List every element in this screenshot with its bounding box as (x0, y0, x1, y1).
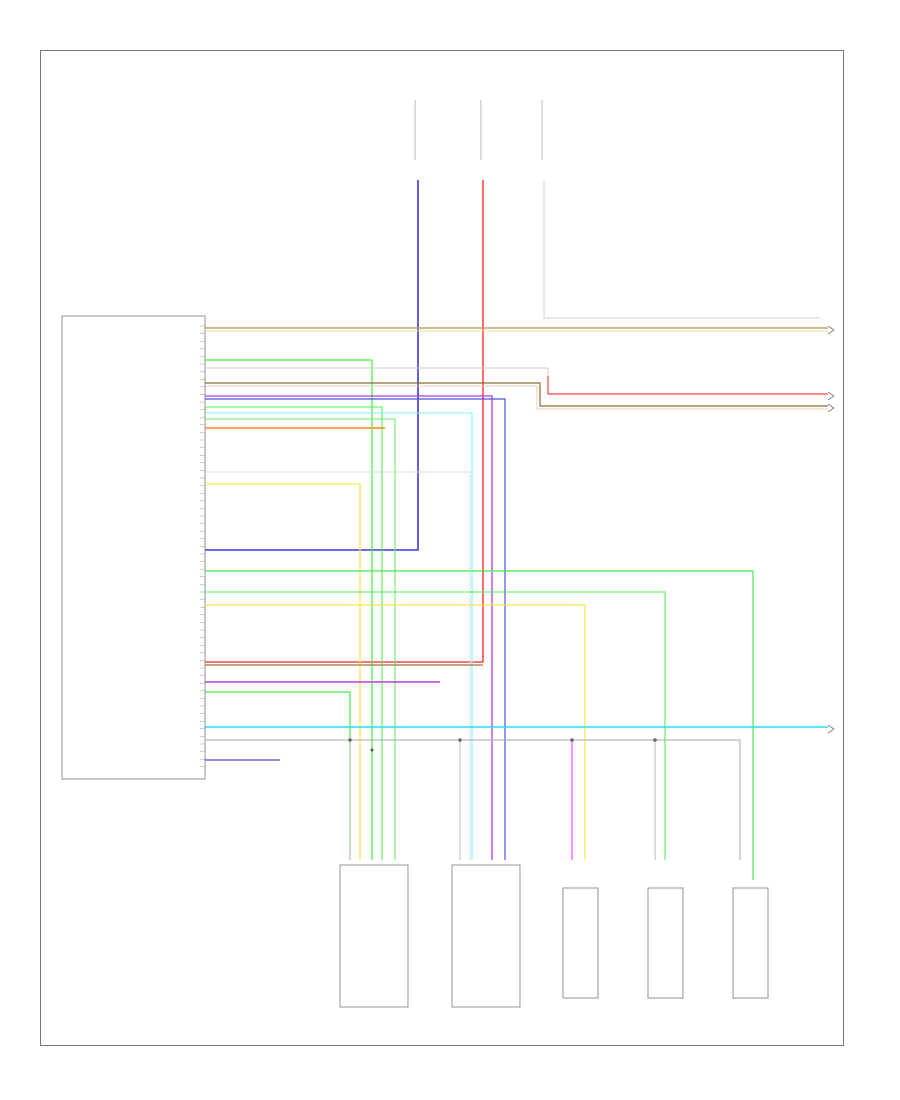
wire-ltblue-1 (205, 412, 473, 860)
component-passenger-blend-door-actuator (451, 864, 521, 1008)
wire-ltgreen-6 (205, 691, 351, 860)
wire-ltgreen-4 (205, 570, 754, 880)
wire-brown-1 (205, 382, 828, 407)
wire-ltgreen-1 (205, 359, 373, 860)
wire-ltgreen-3 (205, 418, 396, 860)
hvac-control-module (61, 315, 206, 780)
wire-gray-2 (205, 471, 471, 860)
component-driver-blend-door-actuator (339, 864, 409, 1008)
wire-yellow-2 (205, 604, 586, 860)
continuation-markers (827, 325, 835, 734)
wire-blue-2 (205, 398, 506, 860)
component-sensor-2 (647, 887, 684, 999)
wire-gray-1 (205, 367, 828, 395)
wire-yellow-1 (205, 483, 361, 860)
wire-ltgreen-5 (205, 591, 666, 860)
module-pin-stubs (200, 325, 205, 768)
page-frame (40, 50, 844, 1046)
wire-gray-3 (205, 739, 741, 860)
component-sensor-1 (562, 887, 599, 999)
wire-violet-1 (205, 395, 493, 860)
wire-red-2 (547, 376, 828, 395)
component-sensor-3 (732, 887, 769, 999)
wire-blue-feed (205, 180, 419, 551)
wire-white-feed (543, 180, 820, 319)
wire-red-feed (205, 180, 484, 663)
splices (348, 738, 657, 752)
wires (205, 180, 828, 880)
wire-ltgreen-2 (205, 406, 383, 860)
wire-tan-2 (205, 385, 828, 410)
